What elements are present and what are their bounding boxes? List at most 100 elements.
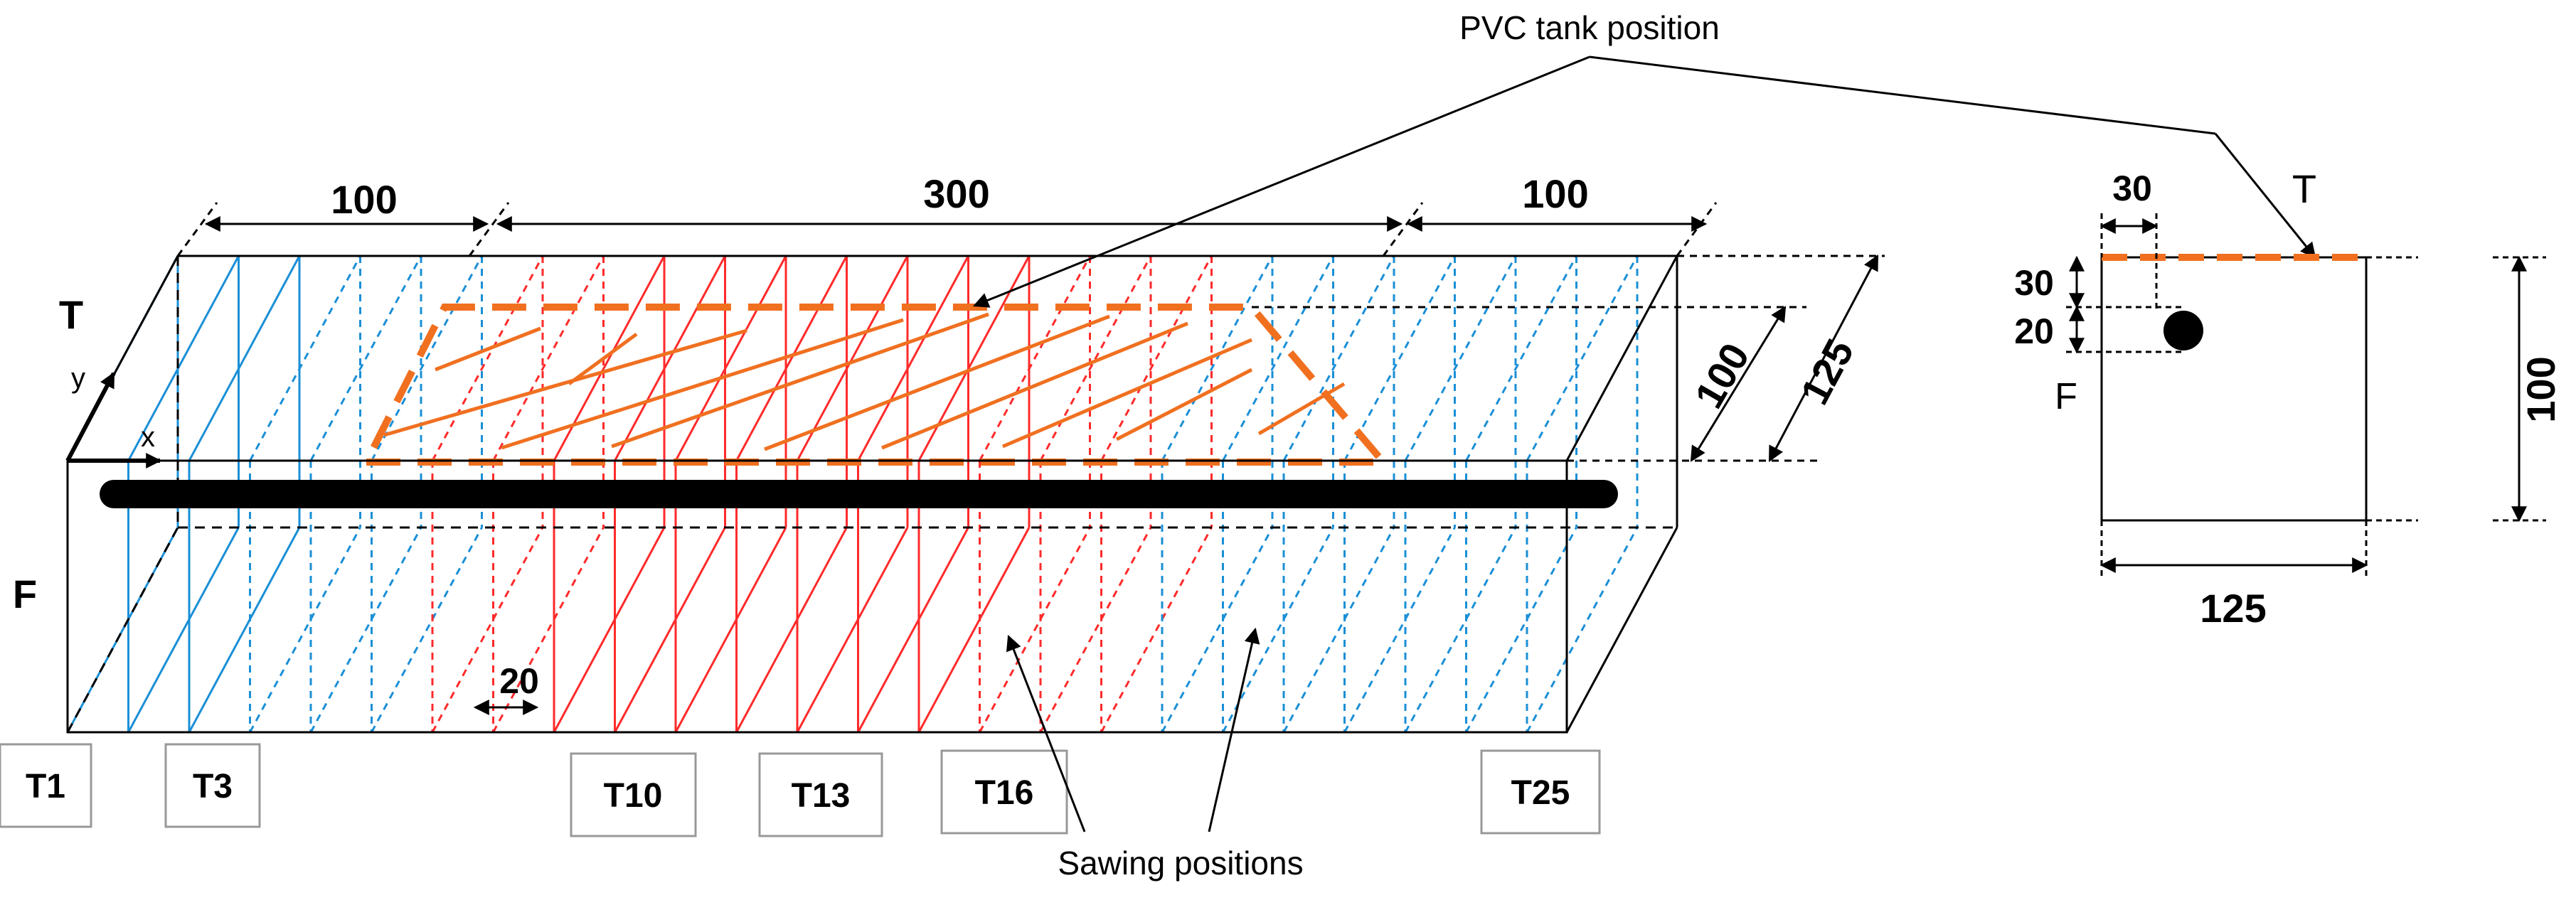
dim-middle-length: 300 [923,171,989,216]
cross-section-height: 100 [2518,356,2563,422]
slice-tag-label: T16 [975,774,1034,812]
sawing-slice-line [735,255,848,461]
sawing-slice-line [1343,255,1456,461]
sawing-slice-line [1526,255,1639,461]
axes [65,372,162,468]
sawing-slice-line [309,527,422,733]
sawing-slice-line [917,527,1031,733]
pvc-hatch-line [1257,382,1346,436]
sawing-slice-line [979,255,1091,461]
sawing-slice-line [917,255,1031,461]
sawing-slice-line [1282,527,1395,733]
slice-tag-label: T13 [792,777,851,815]
dim-depth-inner: 100 [1686,336,1757,415]
slice-tag: T10 [570,752,697,837]
cross-section-top-offset: 30 [2112,168,2152,208]
pvc-hatch-line [435,326,541,372]
face-top-label: T [59,292,83,337]
sawing-slice-line [857,527,969,733]
sawing-slice-line [796,255,909,461]
sawing-slice-line [1039,527,1152,733]
cross-section-width: 125 [2200,586,2266,631]
sawing-slice-line [1100,527,1213,733]
sawing-slice-line [127,527,240,733]
dim-left-length: 100 [331,177,397,222]
slice-tag-label: T10 [604,777,663,815]
cross-section-bar [2163,311,2203,350]
sawing-slice-line [188,255,301,461]
slice-tag: T13 [758,752,883,837]
cross-section-dim-lines [2066,213,2546,576]
pvc-hatch-line [764,314,1110,451]
slice-tag-label: T1 [26,768,65,805]
specimen-box [66,255,1678,734]
sawing-slice-line [431,255,544,461]
slice-tag-label: T25 [1511,774,1570,812]
pvc-hatch-line [881,321,1188,450]
pvc-hatch-line [1115,368,1253,441]
sawing-slice-line [1222,255,1334,461]
sawing-leaders [1006,627,1260,832]
pvc-hatch-line [501,318,904,450]
sawing-slice-line [979,527,1091,733]
sawing-slice-line [614,527,726,733]
sawing-slice-line [1526,527,1639,733]
dim-slice-spacing: 20 [499,661,539,701]
top-dimensions [176,202,1718,257]
depth-dimensions [1252,255,1885,462]
hidden-edges [66,256,1677,733]
dim-right-length: 100 [1522,171,1588,216]
sawing-slice-line [371,527,483,733]
sawing-slice-line [553,527,666,733]
slice-tag-label: T3 [193,768,233,805]
sawing-slice-line [1039,255,1152,461]
slice-tag: T16 [940,749,1068,835]
pvc-tank-leaders [972,55,2316,308]
slice-tag: T3 [164,743,261,828]
pvc-hatch-line [611,312,989,449]
sawing-slice-line [492,255,605,461]
sawing-slice-line [796,527,909,733]
sawing-slice-line [614,255,726,461]
pvc-tank-outline [360,304,1391,466]
sawing-slice-line [857,255,969,461]
slice-tag: T25 [1480,749,1601,835]
sawing-slice-line [1404,527,1517,733]
sawing-slice-line [1222,527,1334,733]
sawing-slice-line [1465,255,1577,461]
axis-y-label: y [71,363,85,394]
sawing-slice-line [1161,255,1274,461]
cross-section: T F 30 30 20 100 125 [2014,166,2563,631]
cross-section-top-label: T [2292,166,2316,211]
axis-x-label: x [141,422,155,453]
sawing-slice-line [1282,255,1395,461]
pvc-hatch-line [383,328,747,437]
slice-tags: T1 T3 T10 T13 T16 T25 [0,743,1601,837]
pvc-hatch-line [568,332,638,386]
sawing-slice-line [735,527,848,733]
face-front-label: F [13,572,37,616]
cross-section-front-label: F [2055,376,2077,417]
pvc-tank-label: PVC tank position [1459,9,1720,46]
sawing-slice-line [249,255,361,461]
sawing-label: Sawing positions [1058,845,1303,882]
sawing-slice-line [674,255,787,461]
sawing-slice-line [1100,255,1213,461]
pvc-hatch-line [1002,338,1252,449]
sawing-slice-line [492,527,605,733]
sawing-slice-line [431,527,544,733]
sawing-slice-line [188,527,301,733]
sawing-slice-line [371,255,483,461]
sawing-slice-line [1404,255,1517,461]
sawing-slice-line [674,527,787,733]
cross-section-bar-diameter: 20 [2014,311,2054,351]
slice-tag: T1 [0,743,92,828]
sawing-slice-line [249,527,361,733]
sawing-slice-line [1161,527,1274,733]
sawing-slice-line [1465,527,1577,733]
sawing-slice-line [309,255,422,461]
sawing-slice-line [1343,527,1456,733]
sawing-slice-line [127,255,240,461]
pvc-tank-hatch [383,312,1346,451]
